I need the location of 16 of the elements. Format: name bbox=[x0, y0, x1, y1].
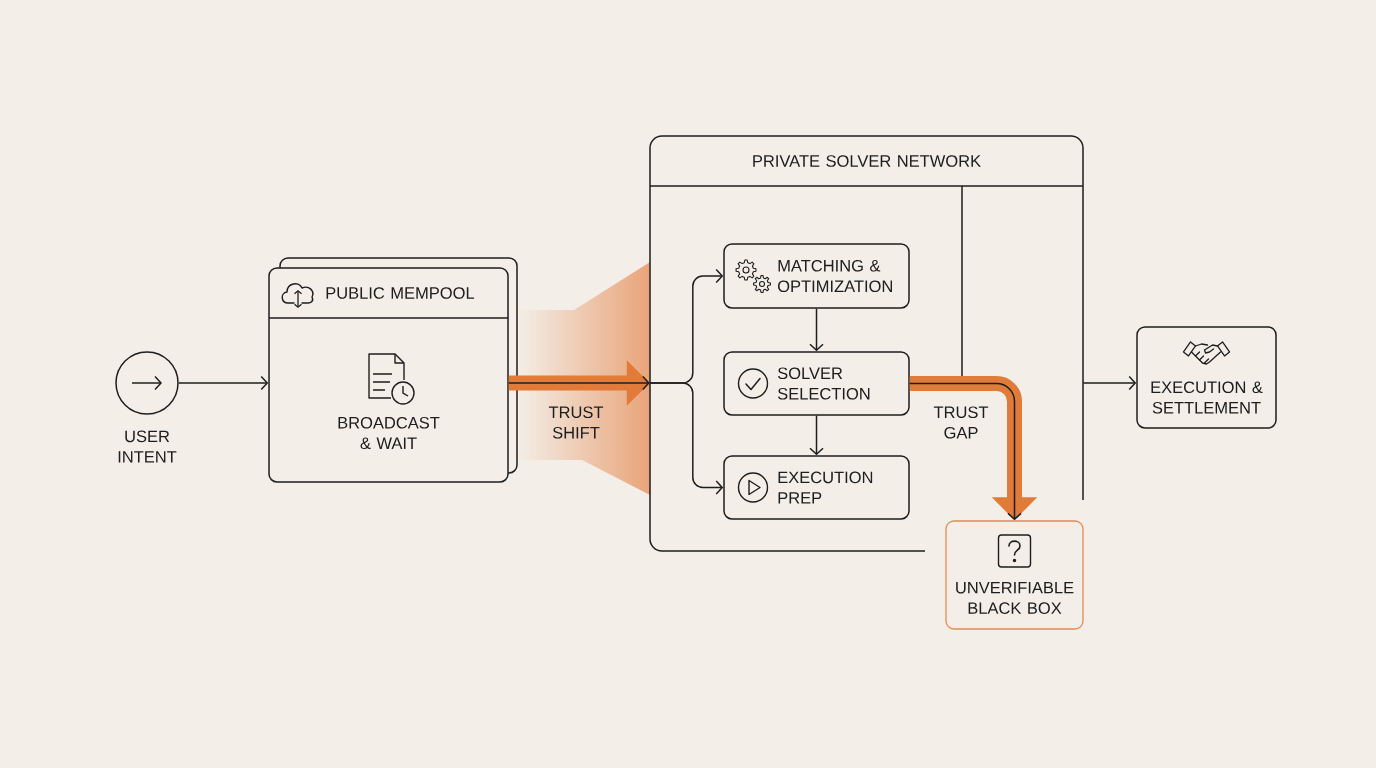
process-box: MATCHING & OPTIMIZATION bbox=[723, 243, 910, 309]
edge-label: TRUST GAP bbox=[933, 406, 989, 439]
arrow bbox=[1082, 375, 1137, 391]
node-label: BROADCAST & WAIT bbox=[338, 416, 440, 450]
arrow bbox=[809, 308, 824, 352]
arrow bbox=[649, 382, 724, 495]
process-box: SOLVER SELECTION bbox=[723, 351, 910, 416]
card: PUBLIC MEMPOOL BROADCAST & WAIT bbox=[268, 267, 509, 483]
edge-label: TRUST SHIFT bbox=[548, 406, 604, 439]
highlight-box: UNVERIFIABLE BLACK BOX bbox=[945, 520, 1084, 630]
arrow bbox=[809, 415, 824, 456]
node-label: USER INTENT bbox=[118, 430, 177, 463]
result-box: EXECUTION & SETTLEMENT bbox=[1136, 326, 1277, 429]
process-box: EXECUTION PREP bbox=[723, 455, 910, 520]
arrow bbox=[178, 375, 269, 391]
node-label: PUBLIC MEMPOOL bbox=[326, 287, 475, 299]
